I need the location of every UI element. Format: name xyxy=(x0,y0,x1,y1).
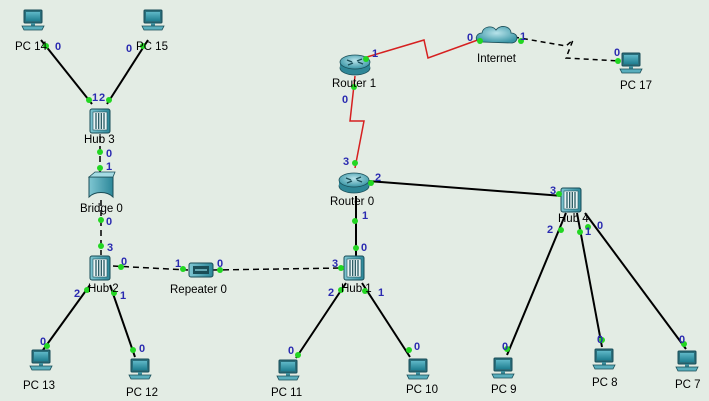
port-label: 0 xyxy=(40,336,46,348)
port-label: 0 xyxy=(121,256,127,268)
device-pc15[interactable] xyxy=(141,9,165,31)
device-hub3[interactable] xyxy=(89,108,111,134)
link-hub1-pc11[interactable] xyxy=(295,282,347,359)
label-pc12: PC 12 xyxy=(126,387,158,399)
device-hub4[interactable] xyxy=(560,187,582,213)
port-label: 0 xyxy=(55,41,61,53)
device-pc7[interactable] xyxy=(675,350,699,372)
port-label: 2 xyxy=(328,287,334,299)
label-pc13: PC 13 xyxy=(23,380,55,392)
label-pc9: PC 9 xyxy=(491,384,517,396)
link-hub2-repeater0[interactable] xyxy=(112,265,189,271)
port-label: 0 xyxy=(614,47,620,59)
port-label: 0 xyxy=(126,43,132,55)
port-label: 0 xyxy=(217,258,223,270)
label-hub2: Hub 2 xyxy=(88,283,119,295)
port-label: 1 xyxy=(92,92,98,104)
links xyxy=(40,36,687,359)
link-hub1-pc10[interactable] xyxy=(361,282,411,358)
label-repeater0: Repeater 0 xyxy=(170,284,227,296)
port-label: 3 xyxy=(343,156,349,168)
port-label: 0 xyxy=(597,334,603,346)
label-bridge0: Bridge 0 xyxy=(80,203,123,215)
link-repeater0-hub1[interactable] xyxy=(212,267,342,271)
device-pc17[interactable] xyxy=(619,52,643,74)
port-label: 0 xyxy=(414,341,420,353)
device-pc9[interactable] xyxy=(491,357,515,379)
device-pc14[interactable] xyxy=(21,9,45,31)
device-pc13[interactable] xyxy=(29,349,53,371)
port-label: 1 xyxy=(372,48,378,60)
device-repeater0[interactable] xyxy=(188,262,214,278)
label-pc14: PC 14 xyxy=(15,41,48,53)
label-hub1: Hub 1 xyxy=(341,283,372,295)
port-label: 0 xyxy=(361,242,367,254)
link-hub4-pc9[interactable] xyxy=(506,212,567,356)
port-label: 1 xyxy=(175,258,181,270)
label-hub4: Hub 4 xyxy=(558,213,589,225)
port-label: 1 xyxy=(106,161,112,173)
port-label: 0 xyxy=(106,216,112,228)
link-internet-pc17[interactable] xyxy=(513,36,621,62)
port-label: 1 xyxy=(120,290,126,302)
port-label: 1 xyxy=(585,226,591,238)
port-label: 0 xyxy=(342,94,348,106)
port-label: 0 xyxy=(288,345,294,357)
port-label: 0 xyxy=(597,220,603,232)
link-router0-hub4[interactable] xyxy=(367,180,564,197)
link-hub4-pc7[interactable] xyxy=(584,212,687,350)
device-bridge0[interactable] xyxy=(87,171,116,199)
label-router1: Router 1 xyxy=(332,78,376,90)
link-endpoint-dots xyxy=(43,38,687,358)
port-label: 1 xyxy=(378,287,384,299)
label-router0: Router 0 xyxy=(330,196,374,208)
device-internet[interactable] xyxy=(475,26,518,44)
label-pc7: PC 7 xyxy=(675,379,701,391)
link-hub2-pc12[interactable] xyxy=(109,284,136,358)
port-label: 1 xyxy=(362,210,368,222)
port-label: 2 xyxy=(547,224,553,236)
device-hub2[interactable] xyxy=(89,255,111,281)
label-internet: Internet xyxy=(477,53,517,65)
port-label: 2 xyxy=(74,288,80,300)
port-label: 0 xyxy=(679,334,685,346)
device-hub1[interactable] xyxy=(343,255,365,281)
device-pc12[interactable] xyxy=(128,358,152,380)
port-label: 0 xyxy=(106,148,112,160)
link-hub4-pc8[interactable] xyxy=(576,212,603,348)
link-pc14-hub3[interactable] xyxy=(40,39,93,105)
port-label: 2 xyxy=(375,172,381,184)
device-pc10[interactable] xyxy=(406,358,430,380)
port-label: 2 xyxy=(99,92,105,104)
port-label: 3 xyxy=(550,185,556,197)
port-label: 0 xyxy=(502,341,508,353)
port-label: 0 xyxy=(139,343,145,355)
device-router0[interactable] xyxy=(338,172,370,194)
port-label: 0 xyxy=(467,32,473,44)
device-pc8[interactable] xyxy=(592,348,616,370)
link-router1-router0-serial[interactable] xyxy=(349,75,365,169)
link-router1-internet-serial[interactable] xyxy=(366,36,487,59)
port-label: 1 xyxy=(520,31,526,43)
link-pc15-hub3[interactable] xyxy=(106,39,149,105)
label-pc10: PC 10 xyxy=(406,384,438,396)
port-label: 3 xyxy=(332,258,338,270)
link-hub2-pc13[interactable] xyxy=(42,284,91,351)
label-pc8: PC 8 xyxy=(592,377,618,389)
label-hub3: Hub 3 xyxy=(84,134,115,146)
device-pc11[interactable] xyxy=(276,359,300,381)
port-label: 3 xyxy=(107,242,113,254)
label-pc15: PC 15 xyxy=(136,41,168,53)
label-pc17: PC 17 xyxy=(620,80,652,92)
label-pc11: PC 11 xyxy=(271,387,302,399)
